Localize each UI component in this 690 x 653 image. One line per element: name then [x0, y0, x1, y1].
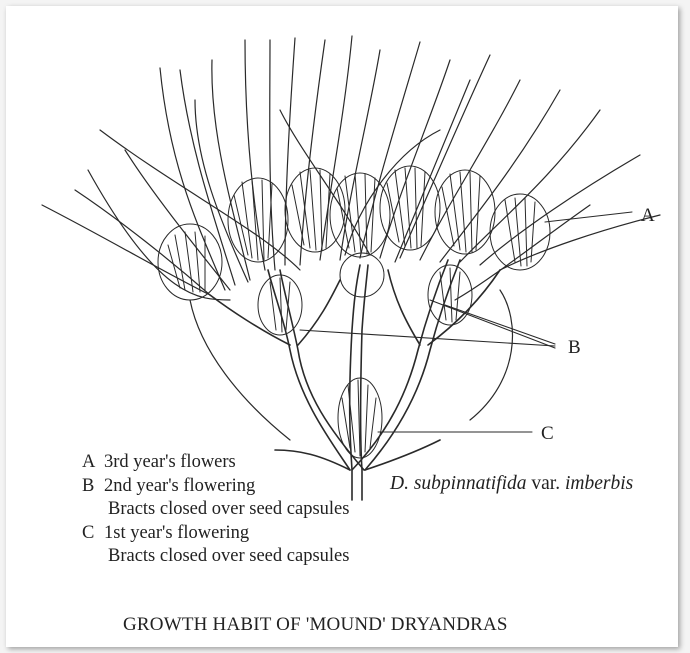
legend-text-a: 3rd year's flowers	[104, 452, 236, 472]
legend-item-a: A3rd year's flowers	[82, 452, 349, 476]
species-epithet: imberbis	[565, 473, 633, 494]
legend-text-c: 1st year's flowering	[104, 523, 249, 543]
callout-label-c: C	[541, 424, 554, 443]
callout-label-b: B	[568, 338, 581, 357]
species-rank: var.	[531, 473, 560, 494]
legend-item-c: C1st year's flowering	[82, 523, 349, 547]
legend: A3rd year's flowers B2nd year's flowerin…	[82, 452, 349, 570]
legend-item-b: B2nd year's flowering	[82, 476, 349, 500]
legend-sub-c: Bracts closed over seed capsules	[82, 546, 349, 570]
species-name: D. subpinnatifida var. imberbis	[390, 473, 633, 495]
legend-text-b: 2nd year's flowering	[104, 476, 255, 496]
callout-label-a: A	[641, 206, 655, 225]
leaves	[42, 36, 660, 440]
species-genus: D. subpinnatifida	[390, 473, 527, 494]
figure-title: GROWTH HABIT OF 'MOUND' DRYANDRAS	[123, 614, 508, 636]
legend-key-b: B	[82, 476, 104, 497]
legend-key-c: C	[82, 523, 104, 544]
legend-sub-b: Bracts closed over seed capsules	[82, 499, 349, 523]
legend-key-a: A	[82, 452, 104, 473]
